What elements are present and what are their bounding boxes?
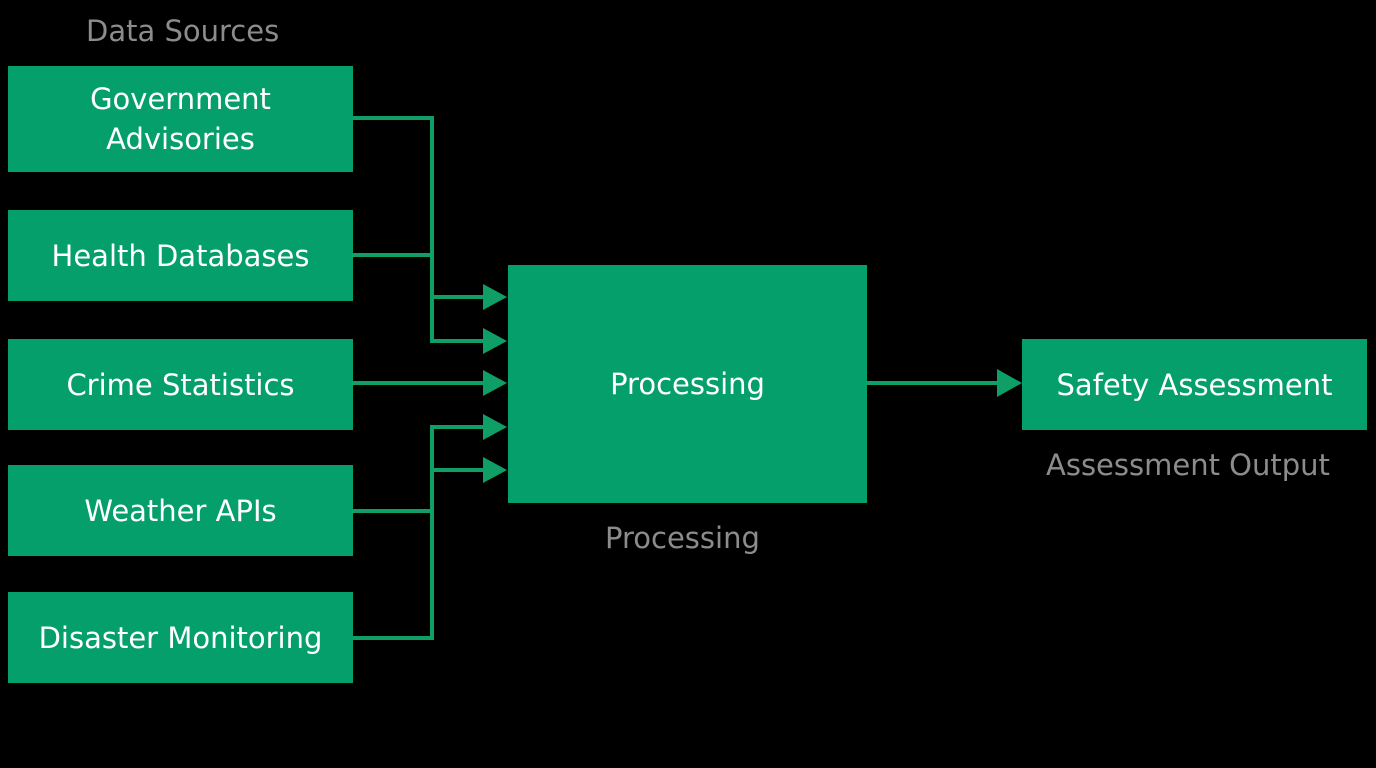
source-node-label: Crime Statistics (66, 367, 295, 402)
arrowhead-4 (483, 414, 507, 440)
processing-node: Processing (508, 265, 867, 503)
source-node-disaster-monitoring: Disaster Monitoring (8, 592, 353, 683)
source-node-government-advisories: Government Advisories (8, 66, 353, 172)
safety-assessment-node: Safety Assessment (1022, 339, 1367, 430)
source-node-weather-apis: Weather APIs (8, 465, 353, 556)
processing-node-label: Processing (610, 367, 765, 401)
arrowhead-3 (483, 370, 507, 396)
processing-caption: Processing (605, 521, 760, 555)
source-node-health-databases: Health Databases (8, 210, 353, 301)
source-node-crime-statistics: Crime Statistics (8, 339, 353, 430)
arrowhead-1 (483, 284, 507, 310)
arrowhead-5 (483, 457, 507, 483)
safety-assessment-label: Safety Assessment (1056, 367, 1333, 402)
connector-disaster-monitoring (353, 468, 484, 640)
connector-health-databases (353, 253, 484, 343)
source-node-label: Government Advisories (90, 82, 271, 156)
assessment-output-caption: Assessment Output (1046, 448, 1330, 482)
source-node-label: Health Databases (51, 238, 310, 273)
data-sources-heading: Data Sources (86, 14, 280, 48)
arrowhead-output (997, 369, 1022, 397)
source-node-label: Weather APIs (84, 493, 277, 528)
arrowhead-2 (483, 328, 507, 354)
source-node-label: Disaster Monitoring (38, 620, 323, 655)
connector-government-advisories (353, 116, 484, 299)
